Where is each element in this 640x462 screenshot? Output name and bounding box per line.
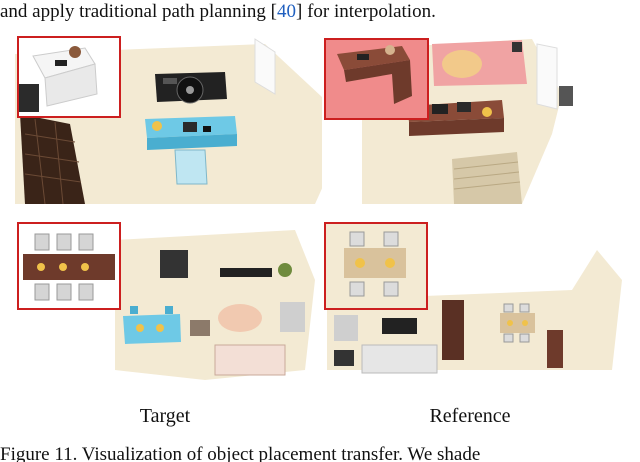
reference-label: Reference xyxy=(429,405,511,427)
target-label: Target xyxy=(139,405,191,427)
reference-dining-scene xyxy=(322,220,640,380)
target-office-scene xyxy=(15,34,351,204)
body-text-line: and apply traditional path planning [40]… xyxy=(0,0,640,24)
citation-link[interactable]: 40 xyxy=(277,1,297,22)
target-dining-scene xyxy=(15,220,320,380)
reference-office-scene xyxy=(322,34,640,204)
body-text-after: ] for interpolation. xyxy=(296,1,436,22)
figure-caption: Figure 11. Visualization of object place… xyxy=(0,444,481,462)
body-text-before: and apply traditional path planning [ xyxy=(0,1,278,22)
